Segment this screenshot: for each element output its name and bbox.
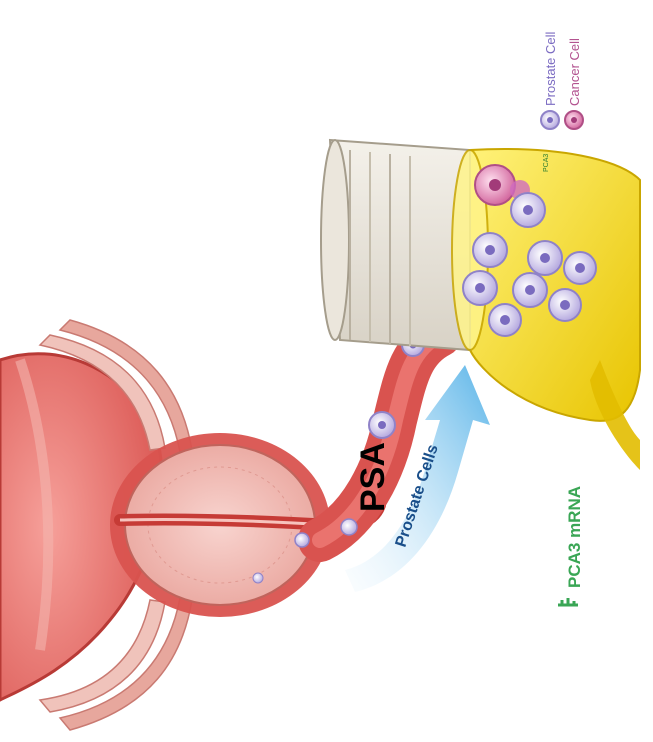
mrna-label-group: PCA3 mRNA: [558, 486, 584, 605]
prostate-cell: [564, 252, 596, 284]
psa-label: PSA: [354, 442, 392, 512]
prostate-cell: [513, 273, 547, 307]
prostate-cell: [549, 289, 581, 321]
jar-tag-label: PCA3: [543, 154, 550, 172]
prostate-cell: [489, 304, 521, 336]
legend-label-cancer-cell: Cancer Cell: [567, 38, 582, 106]
prostate-cell: [528, 241, 562, 275]
legend-item-cancer-cell: Cancer Cell: [565, 38, 583, 129]
mrna-label: PCA3 mRNA: [565, 486, 584, 588]
prostate-cell: [473, 233, 507, 267]
prostate-cell: [511, 193, 545, 227]
legend-item-prostate-cell: Prostate Cell: [541, 31, 559, 129]
legend-label-prostate-cell: Prostate Cell: [543, 31, 558, 106]
prostate-cell: [463, 271, 497, 305]
mrna-strand-icon: [558, 598, 578, 605]
legend: Prostate Cell Cancer Cell: [541, 31, 583, 129]
